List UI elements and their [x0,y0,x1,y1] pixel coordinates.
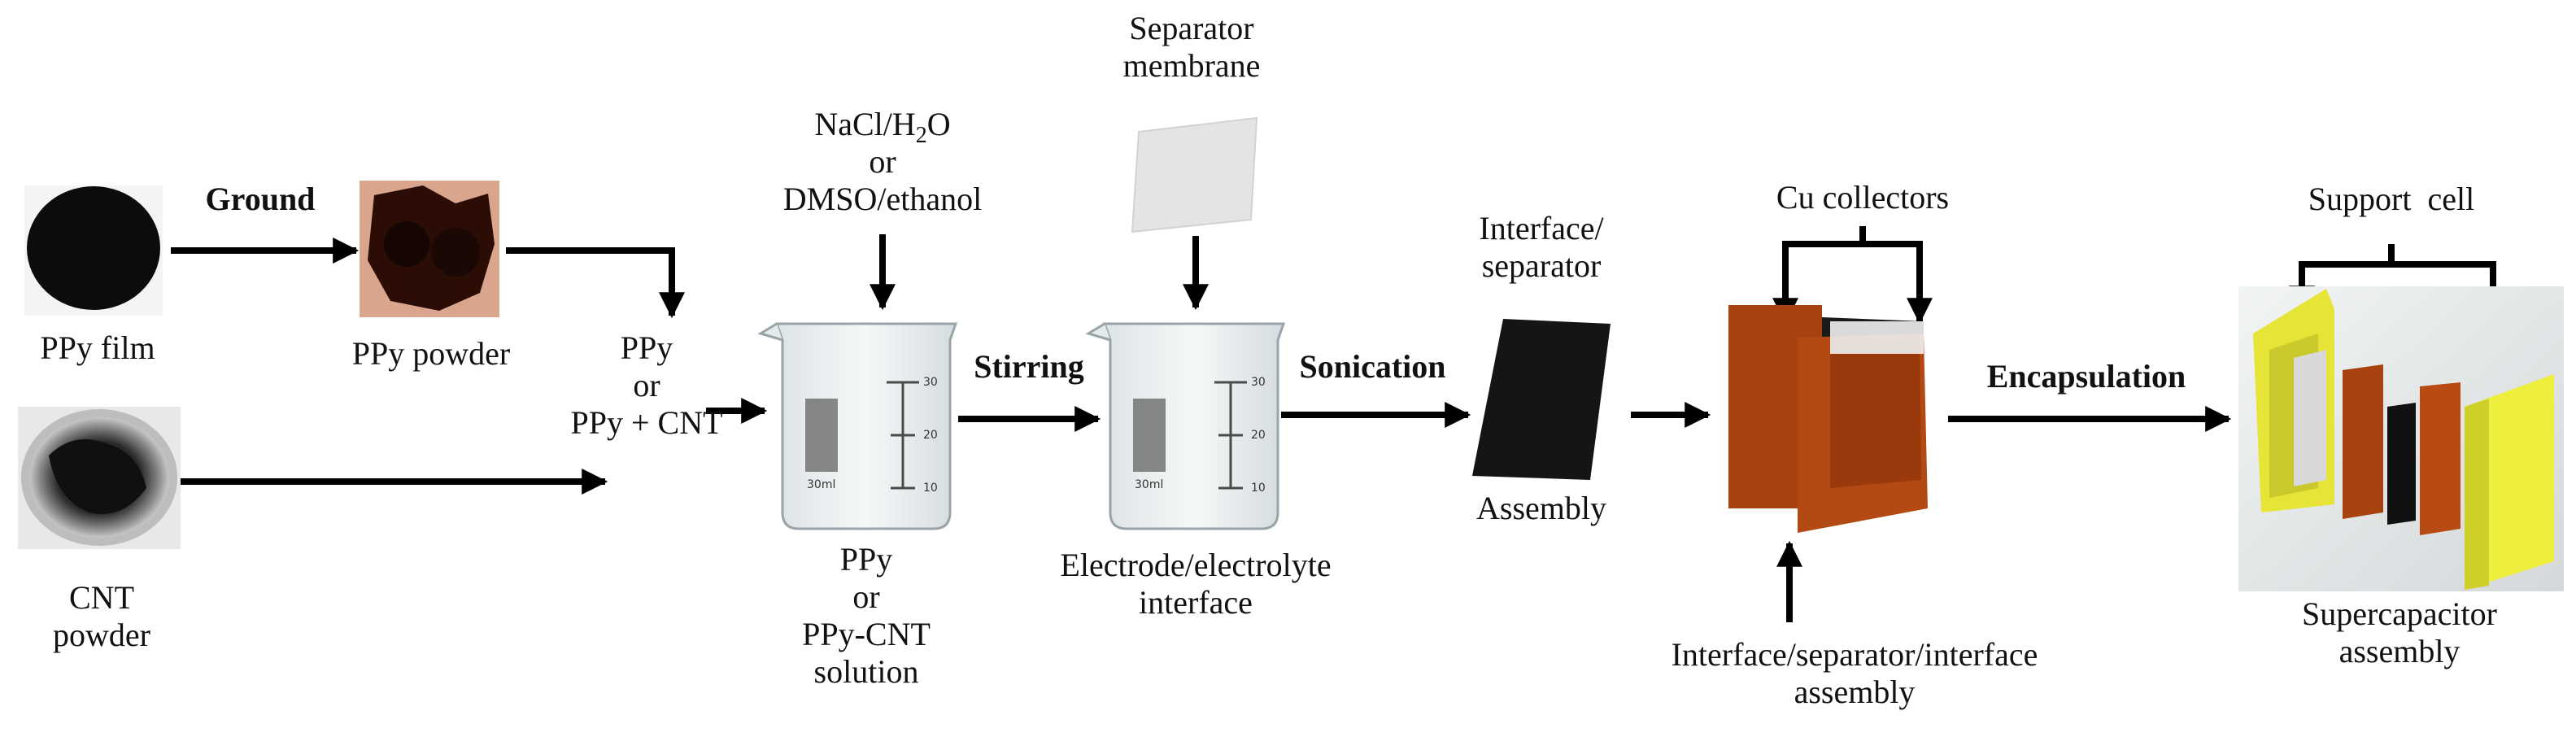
solution-line-2: or [852,578,880,615]
isi-assembly-line-1: Interface/separator/interface [1671,636,2038,673]
separator-membrane-line-1: Separator [1129,10,1254,46]
cnt-powder-image [18,407,181,549]
interface-separator-line-2: separator [1481,247,1602,284]
beaker-1-tick-20: 20 [923,429,938,442]
beaker-1-volume: 30ml [807,478,835,491]
supercap-assembly-label: Supercapacitor assembly [2245,595,2554,670]
electrode-interface-line-1: Electrode/electrolyte [1060,547,1332,583]
ppy-powder-image [360,181,499,317]
ppy-film-image [24,185,163,316]
solution-line-1: PPy [839,541,893,578]
ppy-film-label: PPy film [40,329,155,366]
support-cell-label: Support cell [2308,181,2475,217]
arrow-powder-to-ppy [506,247,685,319]
cnt-powder-line-1: CNT [69,579,134,616]
cu-collectors-label: Cu collectors [1776,179,1950,216]
solution-line-4: solution [813,653,919,690]
beaker-2-tick-30: 30 [1251,376,1266,389]
solvent-or: or [869,143,896,180]
cnt-powder-line-2: powder [53,617,150,653]
solvent-nacl: NaCl/H2O [814,106,951,148]
cnt-powder-label: CNT powder [33,579,171,654]
isi-assembly-line-2: assembly [1794,674,1916,710]
isi-assembly-label: Interface/separator/interface assembly [1594,636,2115,711]
ppy-or-mix-line-1: PPy [620,329,673,366]
solution-label: PPy or PPy-CNT solution [781,541,952,691]
beaker-1-tick-10: 10 [923,482,938,495]
encapsulation-label: Encapsulation [1986,358,2186,395]
supercap-assembly-line-2: assembly [2338,633,2460,669]
solution-line-3: PPy-CNT [802,616,931,652]
interface-separator-label: Interface/ separator [1444,210,1639,285]
assembly-label: Assembly [1476,490,1606,526]
beaker-1-tick-30: 30 [923,376,938,389]
separator-membrane-sheet [1131,116,1258,233]
beaker-2-volume: 30ml [1135,478,1163,491]
interface-separator-sheet [1472,319,1611,480]
solvent-dmso: DMSO/ethanol [782,181,983,217]
stirring-label: Stirring [974,348,1084,385]
beaker-1-tick-labels: 30 20 10 30ml [807,376,938,495]
beaker-2-tick-labels: 30 20 10 30ml [1135,376,1266,495]
beaker-2-tick-10: 10 [1251,482,1266,495]
supercap-assembly-line-1: Supercapacitor [2302,595,2497,632]
ppy-or-mix-line-2: or [633,367,660,403]
ppy-powder-label: PPy powder [351,335,511,372]
beaker-2-tick-20: 20 [1251,429,1266,442]
beaker-electrode-interface [1085,322,1286,530]
separator-membrane-label: Separator membrane [1082,10,1301,85]
beaker-solution [757,322,958,530]
supercapacitor-assembly-image [2238,286,2564,591]
arrow-cu-collectors [1772,226,1933,325]
separator-membrane-line-2: membrane [1122,47,1261,84]
ppy-or-mix-line-3: PPy + CNT [570,404,723,441]
solvent-label: NaCl/H2O or DMSO/ethanol [756,106,1009,218]
copper-collector-assembly [1728,305,1928,533]
electrode-interface-line-2: interface [1139,584,1253,621]
interface-separator-line-1: Interface/ [1479,210,1604,246]
ppy-or-mix-label: PPy or PPy + CNT [553,329,740,442]
electrode-interface-label: Electrode/electrolyte interface [1009,547,1383,621]
sonication-label: Sonication [1299,348,1446,385]
ground-label: Ground [205,181,316,217]
